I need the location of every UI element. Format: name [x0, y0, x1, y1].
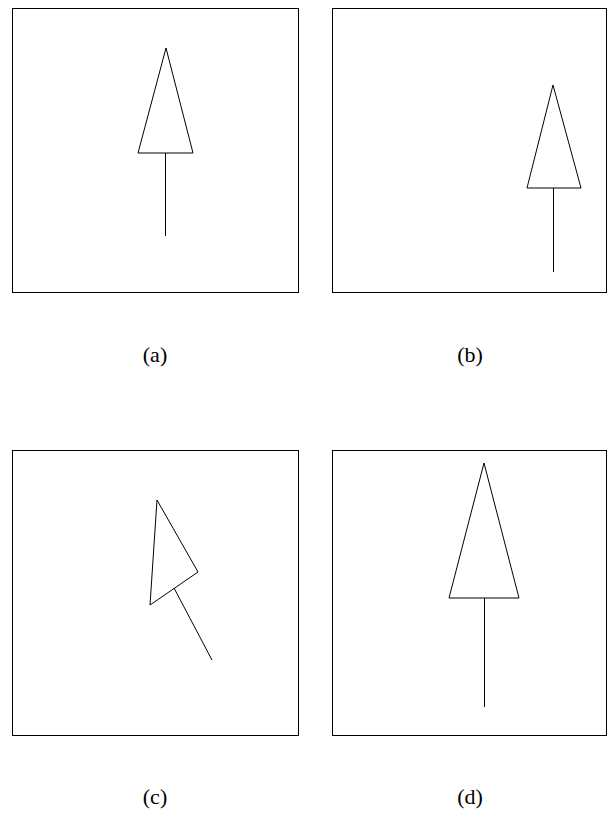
- panel-label: (d): [457, 784, 483, 810]
- panel-label: (a): [143, 342, 167, 368]
- arrow-shape: [150, 500, 212, 660]
- panel-frame: [13, 9, 299, 293]
- arrow-shape: [527, 85, 581, 272]
- panel-label: (c): [143, 784, 167, 810]
- panel-frame: [13, 451, 299, 736]
- arrow-shape: [449, 463, 519, 707]
- panel-frame: [333, 451, 607, 736]
- panel-label: (b): [457, 342, 483, 368]
- panel-frame: [333, 9, 607, 293]
- arrow-shape: [138, 48, 193, 236]
